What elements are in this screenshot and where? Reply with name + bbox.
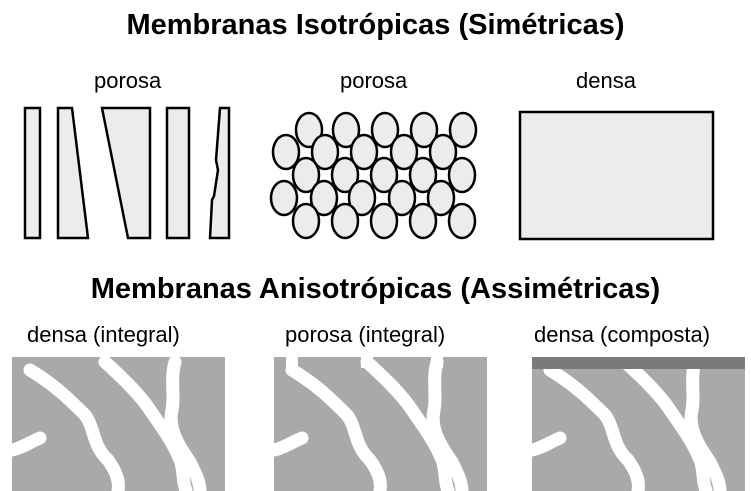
slit-pore-4 [165, 106, 191, 240]
label-porous-spheres: porosa [340, 68, 408, 93]
isotropic-dense-block [518, 110, 715, 241]
sphere-row-4 [269, 179, 456, 217]
isotropic-porous-slits [23, 106, 231, 240]
label-dense-composite: densa (composta) [534, 322, 711, 347]
label-dense-integral: densa (integral) [27, 322, 180, 347]
anisotropic-dense-composite [532, 357, 745, 491]
label-porous-slits: porosa [94, 68, 162, 93]
title-isotropic: Membranas Isotrópicas (Simétricas) [126, 9, 625, 41]
composite-top-layer [532, 357, 745, 369]
label-dense: densa [576, 68, 636, 93]
anisotropic-porous-integral [274, 357, 487, 491]
anisotropic-dense-integral [12, 357, 225, 491]
slit-pore-2 [56, 106, 90, 240]
sphere-row-2 [271, 133, 458, 171]
sphere-row-1 [294, 111, 478, 149]
isotropic-porous-spheres [269, 111, 478, 240]
sphere-row-3 [291, 156, 477, 194]
slit-pore-5 [208, 106, 231, 240]
slit-pore-3 [100, 106, 152, 240]
sphere-row-5 [291, 202, 477, 240]
slit-pore-1 [23, 106, 42, 240]
label-porous-integral: porosa (integral) [285, 322, 446, 347]
title-anisotropic: Membranas Anisotrópicas (Assimétricas) [90, 273, 661, 305]
